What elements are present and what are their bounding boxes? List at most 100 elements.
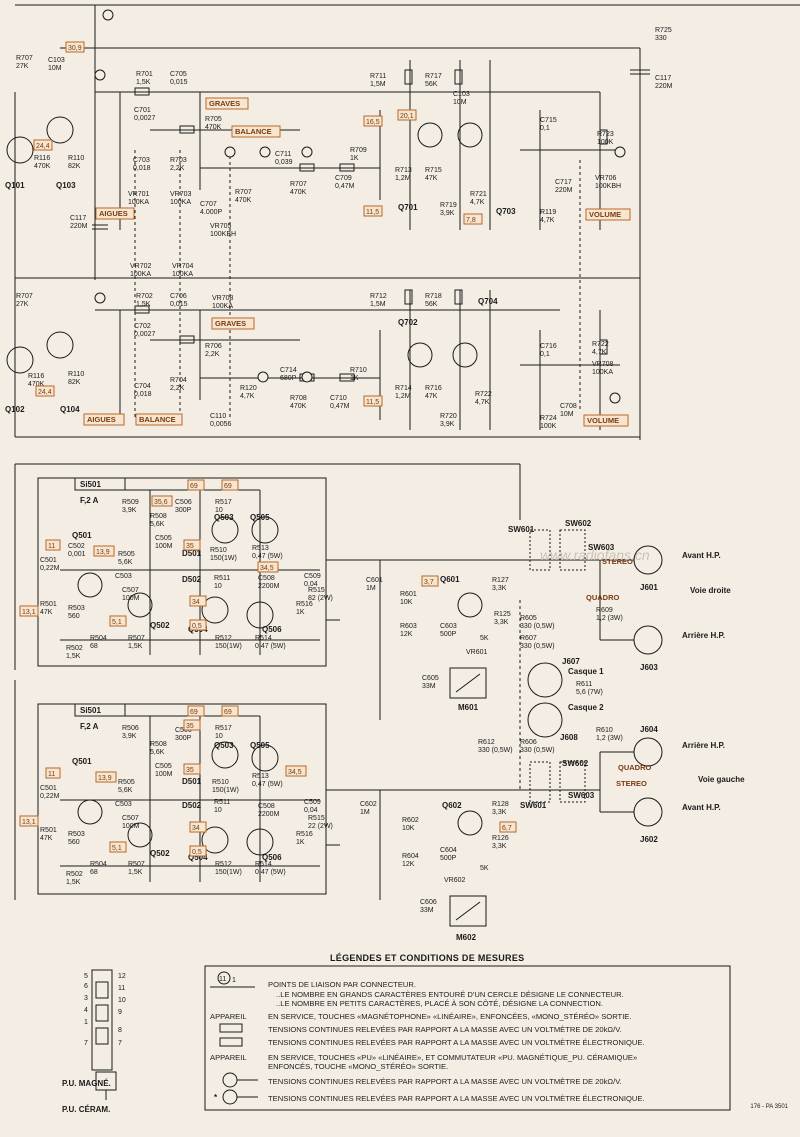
legend-appareil-1: APPAREIL bbox=[210, 1012, 247, 1021]
svg-text:R110: R110 bbox=[68, 371, 84, 378]
svg-text:R513: R513 bbox=[252, 773, 269, 780]
svg-text:R725: R725 bbox=[655, 27, 672, 34]
svg-text:C709: C709 bbox=[335, 175, 352, 182]
svg-text:R717: R717 bbox=[425, 73, 442, 80]
svg-text:C506: C506 bbox=[175, 499, 192, 506]
svg-text:1,5K: 1,5K bbox=[66, 653, 81, 660]
amp1-labels: Si501 F,2 A R509 3,9K R508 5,6K C506 300… bbox=[40, 480, 333, 660]
svg-text:C507: C507 bbox=[122, 587, 139, 594]
tag-volume-1: VOLUME bbox=[589, 210, 621, 219]
svg-text:150(1W): 150(1W) bbox=[212, 787, 239, 794]
svg-text:C509: C509 bbox=[304, 573, 321, 580]
svg-text:100K: 100K bbox=[540, 423, 557, 430]
svg-text:0,018: 0,018 bbox=[134, 391, 152, 398]
svg-text:Q701: Q701 bbox=[398, 203, 418, 212]
svg-text:R515: R515 bbox=[308, 815, 325, 822]
svg-text:SW603: SW603 bbox=[588, 543, 615, 552]
svg-text:330 (0,5W): 330 (0,5W) bbox=[478, 747, 513, 754]
svg-text:35: 35 bbox=[186, 543, 194, 550]
svg-text:100M: 100M bbox=[155, 771, 173, 778]
svg-text:500P: 500P bbox=[440, 631, 457, 638]
svg-text:Q704: Q704 bbox=[478, 297, 498, 306]
svg-text:D502: D502 bbox=[182, 801, 202, 810]
svg-text:R604: R604 bbox=[402, 853, 419, 860]
svg-text:34: 34 bbox=[192, 825, 200, 832]
svg-text:R602: R602 bbox=[402, 817, 419, 824]
svg-text:69: 69 bbox=[190, 709, 198, 716]
svg-text:C501: C501 bbox=[40, 785, 57, 792]
svg-text:100M: 100M bbox=[155, 543, 173, 550]
svg-text:5,6K: 5,6K bbox=[118, 559, 133, 566]
svg-text:0,018: 0,018 bbox=[133, 165, 151, 172]
svg-text:0,1: 0,1 bbox=[540, 125, 550, 132]
svg-text:Q104: Q104 bbox=[60, 405, 80, 414]
svg-text:4.000P: 4.000P bbox=[200, 209, 223, 216]
svg-text:C110: C110 bbox=[210, 413, 226, 420]
power-amp-board-2 bbox=[14, 680, 560, 900]
svg-text:Q703: Q703 bbox=[496, 207, 516, 216]
svg-text:Casque 1: Casque 1 bbox=[568, 667, 604, 676]
svg-text:R119: R119 bbox=[540, 209, 556, 216]
svg-text:R110: R110 bbox=[68, 155, 84, 162]
svg-text:56K: 56K bbox=[425, 301, 438, 308]
tag-graves-2: GRAVES bbox=[215, 319, 246, 328]
svg-text:330 (0,5W): 330 (0,5W) bbox=[520, 643, 555, 650]
svg-text:F,2 A: F,2 A bbox=[80, 496, 99, 505]
svg-text:R128: R128 bbox=[492, 801, 509, 808]
svg-text:100KA: 100KA bbox=[212, 303, 233, 310]
svg-text:0,04: 0,04 bbox=[304, 581, 318, 588]
svg-text:3,3K: 3,3K bbox=[492, 809, 507, 816]
svg-text:330 (0,5W): 330 (0,5W) bbox=[520, 623, 555, 630]
svg-text:C707: C707 bbox=[200, 201, 217, 208]
svg-text:5: 5 bbox=[84, 973, 88, 980]
svg-text:R605: R605 bbox=[520, 615, 537, 622]
svg-text:R612: R612 bbox=[478, 739, 495, 746]
legend-line-4: EN SERVICE, TOUCHES «MAGNÉTOPHONE» «LINÉ… bbox=[268, 1012, 632, 1021]
svg-text:2,2K: 2,2K bbox=[170, 385, 185, 392]
svg-text:C603: C603 bbox=[440, 623, 457, 630]
output-stage bbox=[379, 529, 663, 927]
svg-text:J601: J601 bbox=[640, 583, 658, 592]
svg-text:5,1: 5,1 bbox=[112, 619, 122, 626]
svg-text:69: 69 bbox=[190, 483, 198, 490]
svg-text:82K: 82K bbox=[68, 379, 81, 386]
svg-text:0,5: 0,5 bbox=[192, 623, 202, 630]
svg-text:560: 560 bbox=[68, 839, 80, 846]
svg-text:Q505: Q505 bbox=[250, 513, 270, 522]
svg-text:470K: 470K bbox=[235, 197, 252, 204]
svg-text:C117: C117 bbox=[70, 215, 86, 222]
svg-text:1,5K: 1,5K bbox=[136, 301, 151, 308]
svg-text:R511: R511 bbox=[214, 575, 230, 582]
svg-text:24,4: 24,4 bbox=[36, 143, 50, 150]
tone-control-section bbox=[6, 4, 800, 440]
fuse-label-1: Si501 bbox=[80, 480, 101, 489]
svg-text:68: 68 bbox=[90, 643, 98, 650]
svg-text:100KA: 100KA bbox=[128, 199, 149, 206]
svg-text:12K: 12K bbox=[400, 631, 413, 638]
legend-marks: 11 1 * bbox=[214, 976, 236, 1102]
svg-text:7: 7 bbox=[118, 1040, 122, 1047]
svg-text:150(1W): 150(1W) bbox=[215, 643, 242, 650]
svg-text:27K: 27K bbox=[16, 63, 29, 70]
svg-text:100KA: 100KA bbox=[592, 369, 613, 376]
svg-text:J602: J602 bbox=[640, 835, 658, 844]
svg-text:220M: 220M bbox=[655, 83, 673, 90]
svg-text:35: 35 bbox=[186, 767, 194, 774]
tag-aigues-2: AIGUES bbox=[87, 415, 116, 424]
svg-text:10K: 10K bbox=[402, 825, 415, 832]
svg-text:100KA: 100KA bbox=[172, 271, 193, 278]
svg-text:150(1W): 150(1W) bbox=[215, 869, 242, 876]
svg-text:11: 11 bbox=[48, 771, 55, 778]
svg-text:1,5K: 1,5K bbox=[66, 879, 81, 886]
svg-text:0,04: 0,04 bbox=[304, 807, 318, 814]
svg-text:300P: 300P bbox=[175, 735, 192, 742]
svg-text:0,0027: 0,0027 bbox=[134, 331, 156, 338]
svg-text:0,5: 0,5 bbox=[192, 849, 202, 856]
svg-text:3,9K: 3,9K bbox=[122, 733, 137, 740]
svg-text:1,5M: 1,5M bbox=[370, 81, 386, 88]
svg-text:3,9K: 3,9K bbox=[440, 421, 455, 428]
legend-line-8: ENFONCÉS, TOUCHE «MONO_STÉRÉO» SORTIE. bbox=[268, 1062, 449, 1071]
svg-text:R707: R707 bbox=[290, 181, 307, 188]
svg-text:0,47 (5W): 0,47 (5W) bbox=[255, 869, 286, 876]
